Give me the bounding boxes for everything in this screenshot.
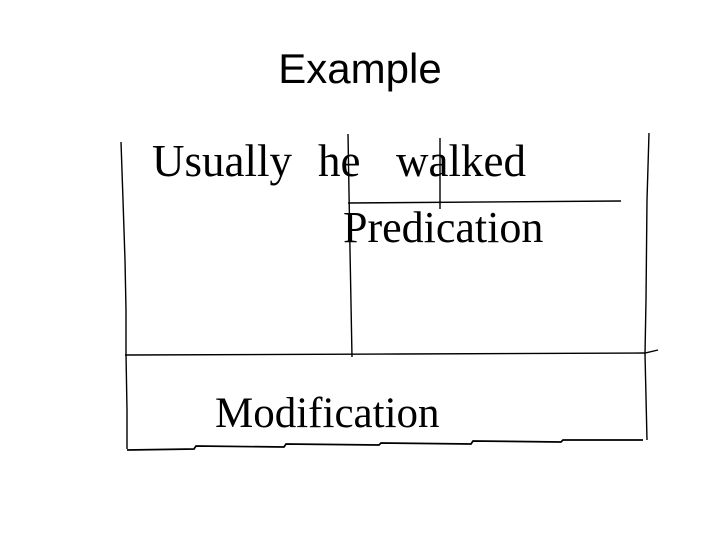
sentence-word-usually: Usually bbox=[152, 136, 292, 186]
predication-label: Predication bbox=[343, 203, 544, 252]
predication-underline bbox=[347, 200, 622, 204]
modification-label: Modification bbox=[215, 390, 440, 437]
sentence-word-walked: walked bbox=[396, 136, 526, 186]
left-bracket-line bbox=[120, 141, 128, 449]
right-bracket-line bbox=[644, 132, 650, 441]
subject-divider-line bbox=[347, 133, 353, 358]
modification-box-top-line bbox=[124, 349, 659, 356]
slide-title: Example bbox=[278, 45, 442, 92]
modification-box-bottom-line bbox=[126, 439, 643, 451]
sentence-word-he: he bbox=[318, 136, 361, 186]
